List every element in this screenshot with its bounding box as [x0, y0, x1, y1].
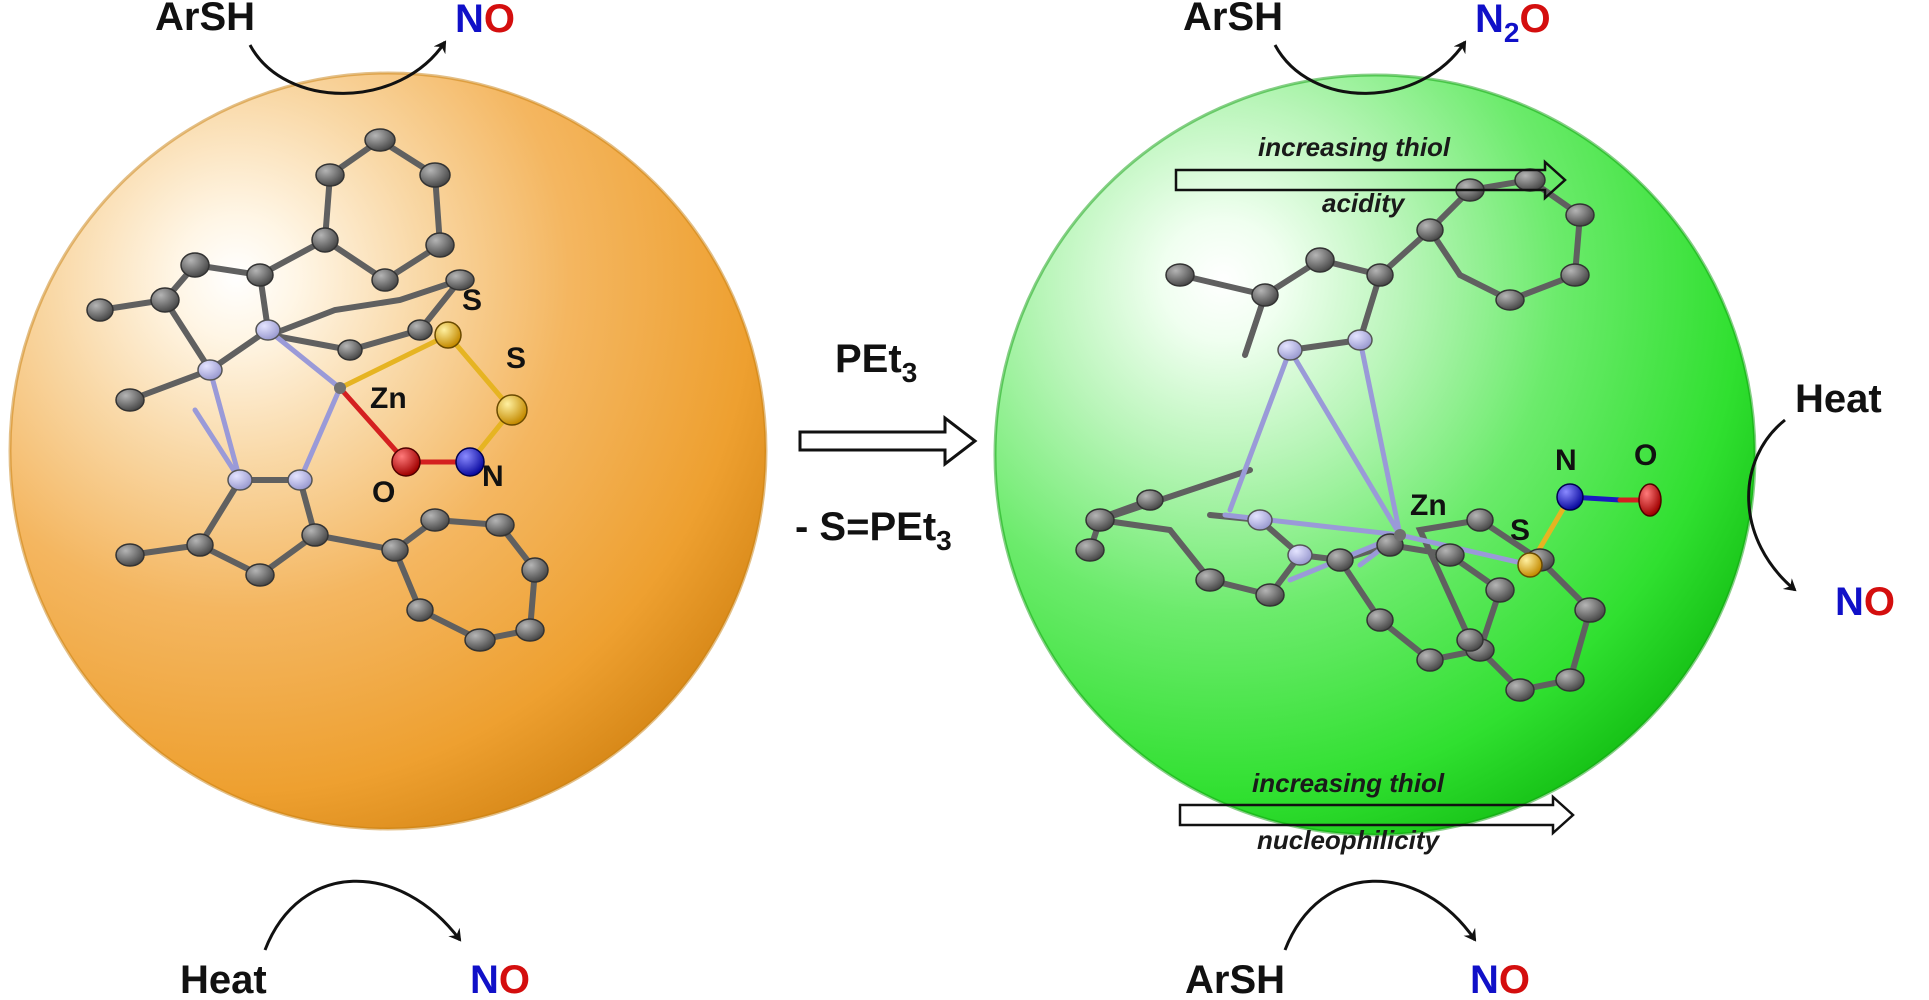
acidity-trend-line1: increasing thiol — [1258, 132, 1451, 162]
right-bottom-reagent: ArSH — [1185, 958, 1285, 1000]
o-label-left: O — [372, 476, 395, 509]
zn-label-right: Zn — [1410, 489, 1447, 522]
right-core-atoms — [1394, 483, 1662, 578]
center-byproduct: - S=PEt3 — [795, 505, 952, 556]
acidity-trend-line2: acidity — [1322, 188, 1406, 218]
zn-label-left: Zn — [370, 382, 407, 415]
nucleophilicity-trend-line1: increasing thiol — [1252, 768, 1445, 798]
orange-sphere — [10, 73, 766, 829]
nucleophilicity-trend-line2: nucleophilicity — [1257, 825, 1441, 855]
right-bottom-product: NO — [1470, 958, 1530, 1000]
center-transformation: PEt3 - S=PEt3 — [795, 337, 978, 556]
s1-label-left: S — [462, 284, 482, 317]
left-top-reaction: ArSH NO — [155, 0, 515, 95]
right-top-reaction: ArSH N2O — [1183, 0, 1551, 95]
acidity-trend: increasing thiol acidity — [1174, 132, 1567, 218]
oxygen-atom-right — [1638, 483, 1662, 517]
left-top-curved-arrow — [248, 40, 447, 95]
right-side-curved-arrow — [1747, 418, 1797, 592]
zinc-atom — [334, 382, 346, 394]
n-label-left: N — [482, 460, 504, 493]
right-bottom-curved-arrow — [1283, 879, 1477, 951]
s2-label-left: S — [506, 342, 526, 375]
right-top-product: N2O — [1475, 0, 1551, 48]
nitrogen-atom-right — [1556, 483, 1584, 511]
sulfur-atom-1 — [434, 321, 462, 349]
left-molecule-light-bonds — [192, 327, 343, 483]
n-label-right: N — [1555, 444, 1577, 477]
left-carbon-atoms — [86, 128, 549, 652]
center-reagent: PEt3 — [835, 337, 917, 388]
left-nitrogen-light-atoms — [197, 319, 313, 491]
sulfur-atom-2 — [496, 394, 528, 426]
nucleophilicity-trend-arrow — [1178, 794, 1575, 836]
sulfur-atom-right — [1517, 552, 1543, 578]
left-bottom-reaction: Heat NO — [180, 879, 530, 1000]
s-label-right: S — [1510, 514, 1530, 547]
left-bottom-reagent: Heat — [180, 958, 267, 1000]
left-bottom-curved-arrow — [263, 879, 462, 951]
right-side-reagent: Heat — [1795, 377, 1882, 421]
right-bottom-reaction: ArSH NO — [1185, 879, 1530, 1000]
right-side-reaction: Heat NO — [1747, 377, 1895, 624]
o-label-right: O — [1634, 439, 1657, 472]
zinc-atom-right — [1394, 529, 1406, 541]
left-complex: Zn S S O N — [8, 71, 768, 831]
left-top-reagent: ArSH — [155, 0, 255, 39]
left-top-product: NO — [455, 0, 515, 41]
acidity-trend-arrow — [1174, 159, 1567, 201]
left-bottom-product: NO — [470, 958, 530, 1000]
right-nitrogen-light-atoms — [1247, 329, 1373, 566]
left-core-atoms — [334, 321, 528, 477]
oxygen-atom — [391, 447, 421, 477]
center-open-arrow — [798, 414, 978, 468]
right-top-reagent: ArSH — [1183, 0, 1283, 39]
nucleophilicity-trend: increasing thiol nucleophilicity — [1178, 768, 1575, 855]
right-side-product: NO — [1835, 580, 1895, 624]
nitrogen-atom — [455, 447, 485, 477]
right-complex: Zn S N O increasing thiol acidity increa… — [993, 73, 1757, 855]
right-top-curved-arrow — [1273, 40, 1467, 95]
